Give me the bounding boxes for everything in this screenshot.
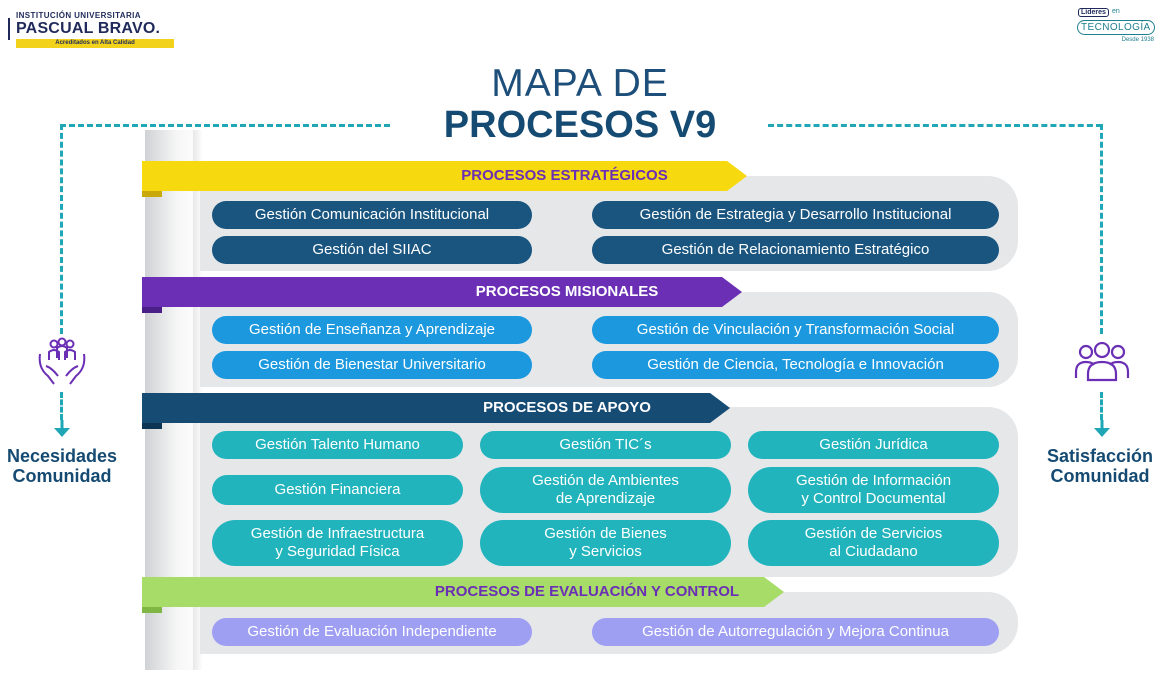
process-label: Gestión Financiera <box>274 481 401 498</box>
logo-name: PASCUAL BRAVO. <box>16 20 161 37</box>
process-label-line1: Gestión de Servicios <box>804 525 943 542</box>
connector-top-right <box>768 124 1102 127</box>
process-label-line1: Gestión de Ambientes <box>532 472 679 489</box>
process-ensenanza-aprendizaje[interactable]: Gestión de Enseñanza y Aprendizaje <box>212 316 532 344</box>
process-bienes-servicios[interactable]: Gestión de Bienes y Servicios <box>480 520 731 566</box>
process-label: Gestión Talento Humano <box>255 436 420 453</box>
process-juridica[interactable]: Gestión Jurídica <box>748 431 999 459</box>
process-label: Gestión de Evaluación Independiente <box>247 623 497 640</box>
process-label-line1: Gestión de Infraestructura <box>250 525 425 542</box>
process-vinculacion-transformacion[interactable]: Gestión de Vinculación y Transformación … <box>592 316 999 344</box>
logo-tecnologia: TECNOLOGÍA <box>1077 20 1155 35</box>
process-label: Gestión TIC´s <box>559 436 652 453</box>
process-label: Gestión de Vinculación y Transformación … <box>636 321 955 338</box>
people-group-icon <box>1074 342 1130 382</box>
banner-apoyo-title: PROCESOS DE APOYO <box>483 399 651 416</box>
process-informacion-control-documental[interactable]: Gestión de Información y Control Documen… <box>748 467 999 513</box>
process-label: Gestión Comunicación Institucional <box>254 206 490 223</box>
banner-evaluacion-title: PROCESOS DE EVALUACIÓN Y CONTROL <box>434 583 740 600</box>
process-label: Gestión de Enseñanza y Aprendizaje <box>249 321 495 338</box>
satisfaccion-label: Satisfacción Comunidad <box>1038 446 1162 486</box>
logo-institution-line: INSTITUCIÓN UNIVERSITARIA <box>16 11 141 20</box>
connector-left-vertical <box>60 124 63 334</box>
satisfaccion-line1: Satisfacción <box>1046 446 1154 466</box>
process-siiac[interactable]: Gestión del SIIAC <box>212 236 532 264</box>
process-label: Gestión de Ciencia, Tecnología e Innovac… <box>647 356 944 373</box>
process-autorregulacion-mejora[interactable]: Gestión de Autorregulación y Mejora Cont… <box>592 618 999 646</box>
page-title-line2: PROCESOS V9 <box>443 104 717 146</box>
process-relacionamiento-estrategico[interactable]: Gestión de Relacionamiento Estratégico <box>592 236 999 264</box>
process-ciencia-tecnologia[interactable]: Gestión de Ciencia, Tecnología e Innovac… <box>592 351 999 379</box>
process-infraestructura-seguridad[interactable]: Gestión de Infraestructura y Seguridad F… <box>212 520 463 566</box>
banner-misionales-title: PROCESOS MISIONALES <box>475 283 659 300</box>
process-label-line1: Gestión de Información <box>795 472 952 489</box>
process-comunicacion-institucional[interactable]: Gestión Comunicación Institucional <box>212 201 532 229</box>
process-label: Gestión Jurídica <box>819 436 928 453</box>
connector-right-lower <box>1100 392 1103 420</box>
process-talento-humano[interactable]: Gestión Talento Humano <box>212 431 463 459</box>
process-financiera[interactable]: Gestión Financiera <box>212 475 463 505</box>
process-label-line1: Gestión de Bienes <box>544 525 667 542</box>
process-estrategia-desarrollo[interactable]: Gestión de Estrategia y Desarrollo Insti… <box>592 201 999 229</box>
process-evaluacion-independiente[interactable]: Gestión de Evaluación Independiente <box>212 618 532 646</box>
satisfaccion-line2: Comunidad <box>1050 466 1150 486</box>
process-label: Gestión de Relacionamiento Estratégico <box>661 241 930 258</box>
process-label-line2: y Servicios <box>569 543 642 560</box>
connector-top-left <box>60 124 390 127</box>
process-label: Gestión de Estrategia y Desarrollo Insti… <box>639 206 952 223</box>
process-ambientes-aprendizaje[interactable]: Gestión de Ambientes de Aprendizaje <box>480 467 731 513</box>
process-label: Gestión del SIIAC <box>312 241 432 258</box>
arrow-down-icon <box>54 420 70 437</box>
pascual-bravo-logo: INSTITUCIÓN UNIVERSITARIA PASCUAL BRAVO.… <box>8 8 198 48</box>
logo-tagline: Acreditados en Alta Calidad <box>16 39 174 48</box>
necesidades-line2: Comunidad <box>12 466 112 486</box>
process-servicios-ciudadano[interactable]: Gestión de Servicios al Ciudadano <box>748 520 999 566</box>
necesidades-line1: Necesidades <box>6 446 118 466</box>
necesidades-label: Necesidades Comunidad <box>0 446 124 486</box>
page-title-line1: MAPA DE <box>491 62 669 105</box>
process-label-line2: y Seguridad Física <box>275 543 400 560</box>
process-label-line2: al Ciudadano <box>829 543 918 560</box>
arrow-down-icon <box>1094 420 1110 437</box>
lideres-tecnologia-logo: Líderes en TECNOLOGÍA Desde 1938 <box>1076 6 1156 48</box>
logo-en: en <box>1112 8 1120 15</box>
process-bienestar-universitario[interactable]: Gestión de Bienestar Universitario <box>212 351 532 379</box>
connector-right-vertical <box>1100 124 1103 334</box>
process-label-line2: de Aprendizaje <box>555 490 656 507</box>
process-label-line2: y Control Documental <box>801 490 946 507</box>
process-label: Gestión de Autorregulación y Mejora Cont… <box>642 623 949 640</box>
process-tics[interactable]: Gestión TIC´s <box>480 431 731 459</box>
connector-left-lower <box>60 392 63 420</box>
banner-estrategicos-title: PROCESOS ESTRATÉGICOS <box>461 167 668 184</box>
hands-people-icon <box>38 337 86 385</box>
logo-desde: Desde 1938 <box>1121 37 1154 43</box>
process-label: Gestión de Bienestar Universitario <box>258 356 486 373</box>
logo-lideres: Líderes <box>1078 8 1109 17</box>
